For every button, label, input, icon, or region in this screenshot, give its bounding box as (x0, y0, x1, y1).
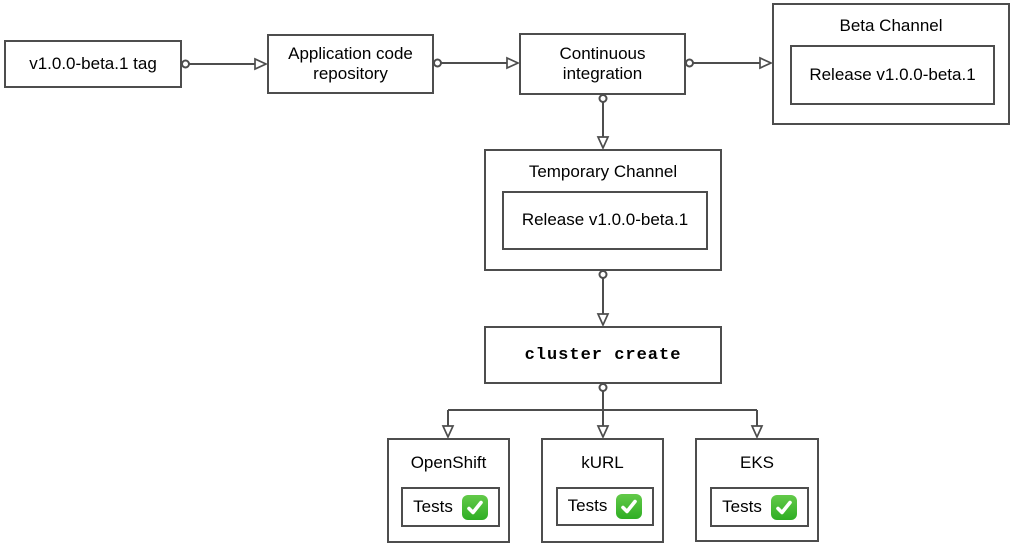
edge-tag-to-repo (181, 57, 269, 71)
node-eks: EKS Tests (695, 438, 819, 542)
node-kurl: kURL Tests (541, 438, 664, 543)
node-label: Application code repository (288, 43, 413, 83)
node-label: Continuous integration (559, 43, 646, 83)
tests-box: Tests (401, 487, 500, 527)
release-label: Release v1.0.0-beta.1 (521, 210, 689, 230)
node-label: cluster create (524, 345, 682, 365)
node-continuous-integration: Continuous integration (519, 33, 686, 95)
cluster-title: kURL (581, 453, 624, 472)
tests-label: Tests (722, 496, 762, 516)
channel-title: Temporary Channel (528, 162, 678, 181)
tests-box: Tests (710, 487, 809, 527)
check-mark-icon (770, 494, 797, 520)
node-temporary-channel: Temporary Channel Release v1.0.0-beta.1 (484, 149, 722, 271)
tests-box: Tests (556, 487, 654, 526)
edge-cluster-create-to-clusters (441, 383, 764, 440)
node-openshift: OpenShift Tests (387, 438, 510, 543)
edge-repo-to-ci (433, 56, 521, 70)
node-label: v1.0.0-beta.1 tag (29, 53, 157, 73)
node-application-code-repository: Application code repository (267, 34, 434, 94)
node-beta-channel: Beta Channel Release v1.0.0-beta.1 (772, 3, 1010, 125)
node-cluster-create: cluster create (484, 326, 722, 384)
check-mark-icon (616, 494, 643, 519)
node-version-tag: v1.0.0-beta.1 tag (4, 40, 182, 88)
tests-label: Tests (413, 496, 453, 516)
release-box: Release v1.0.0-beta.1 (790, 45, 995, 105)
edge-ci-to-temporary-channel (596, 94, 610, 151)
edge-ci-to-beta-channel (685, 56, 774, 70)
check-mark-icon (461, 494, 488, 520)
release-box: Release v1.0.0-beta.1 (502, 191, 708, 250)
release-label: Release v1.0.0-beta.1 (809, 64, 976, 84)
edge-temporary-channel-to-cluster-create (596, 270, 610, 328)
channel-title: Beta Channel (839, 16, 943, 35)
cluster-title: EKS (739, 453, 775, 472)
tests-label: Tests (567, 496, 608, 516)
cluster-title: OpenShift (410, 453, 487, 472)
